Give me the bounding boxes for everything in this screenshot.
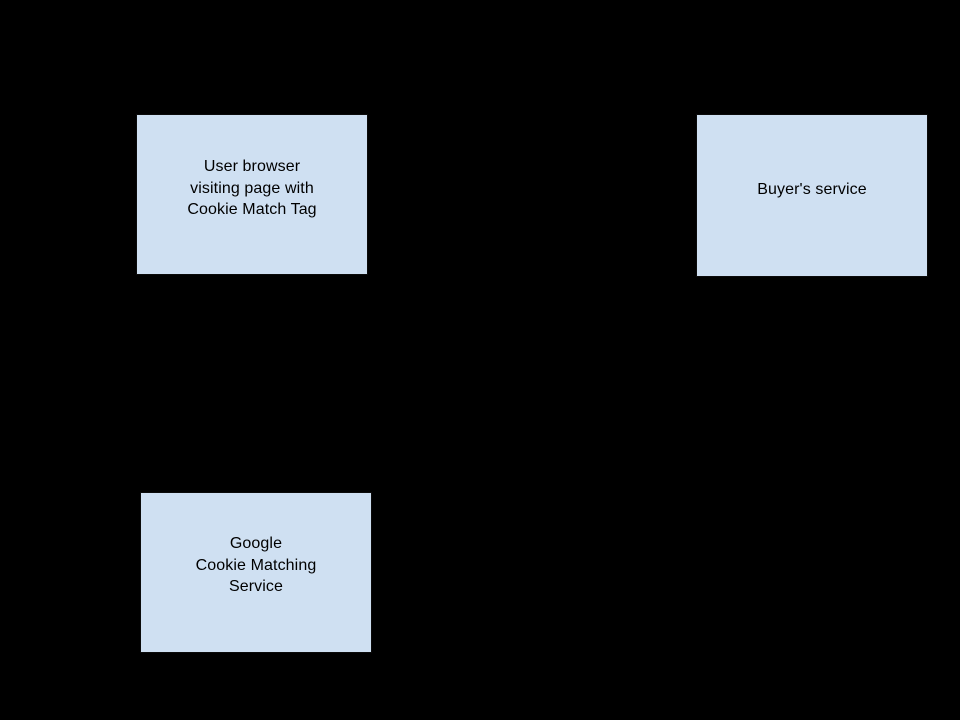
diagram-node-buyers-service-label: Buyer's service xyxy=(757,181,867,198)
diagram-node-google-cookie-matching-service[interactable]: Google Cookie Matching Service xyxy=(140,492,372,653)
diagram-node-user-browser[interactable]: User browser visiting page with Cookie M… xyxy=(136,114,368,275)
diagram-node-user-browser-label: User browser visiting page with Cookie M… xyxy=(187,158,317,218)
diagram-node-google-cookie-matching-service-label: Google Cookie Matching Service xyxy=(195,535,317,595)
diagram-node-buyers-service[interactable]: Buyer's service xyxy=(696,114,928,277)
